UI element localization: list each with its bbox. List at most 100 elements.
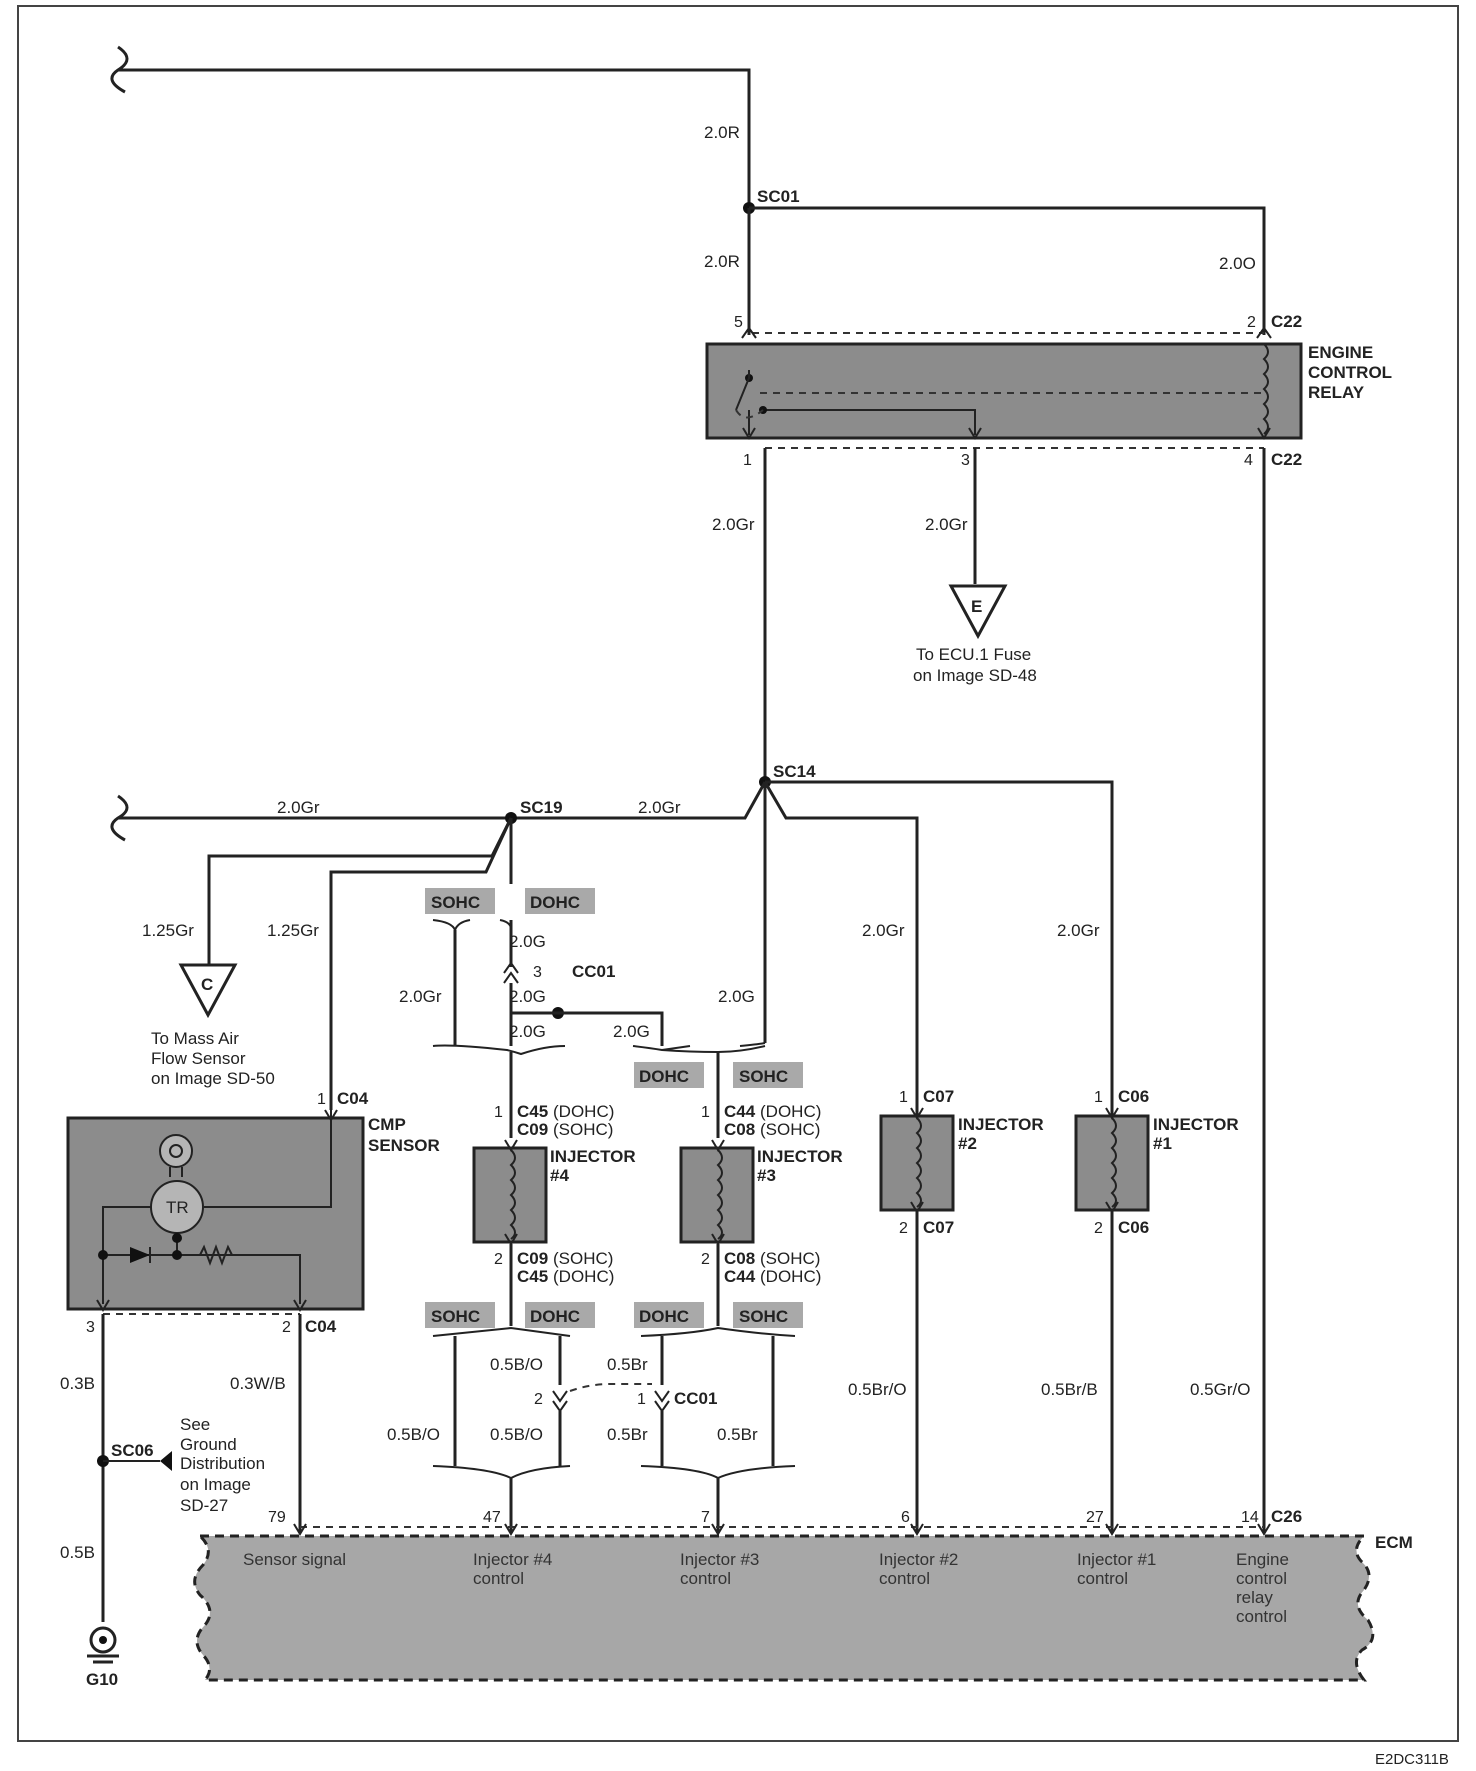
injector1-name: INJECTOR (1153, 1115, 1239, 1134)
cc01-pin: 1 (637, 1391, 646, 1408)
injector4-connector: C45 (517, 1267, 548, 1286)
injector2-name: INJECTOR (958, 1115, 1044, 1134)
ecm-name: ECM (1375, 1533, 1413, 1552)
ground-g10: G10 (86, 1670, 118, 1689)
ecm-label: control (1236, 1569, 1287, 1588)
connector-c-note: on Image SD-50 (151, 1069, 275, 1088)
relay-pin: 4 (1244, 452, 1253, 469)
injector4: 1 C45(DOHC) C09(SOHC) INJECTOR #4 2 C09(… (472, 1102, 636, 1286)
wire-label: 0.5Br/B (1041, 1380, 1098, 1399)
injector4-connector: C09 (517, 1120, 548, 1139)
wire-label: 0.5Br (717, 1425, 758, 1444)
relay-name: RELAY (1308, 383, 1365, 402)
wire-label: 2.0Gr (712, 515, 755, 534)
wire-label: 2.0Gr (862, 921, 905, 940)
wire-label: 2.0Gr (1057, 921, 1100, 940)
page-frame (17, 5, 1459, 1742)
wire-label: 2.0R (704, 123, 740, 142)
wire-label: 2.0G (509, 1022, 546, 1041)
injector4-upper-harness: SOHC DOHC 2.0G 3 CC01 2.0Gr 2.0G 2.0G 2.… (399, 888, 664, 1138)
injector4-pin: 1 (494, 1104, 503, 1121)
wire-label: 0.5Br (607, 1355, 648, 1374)
connector-e-note: To ECU.1 Fuse (916, 645, 1031, 664)
relay-pin: 2 (1247, 314, 1256, 331)
wire-label: 0.3W/B (230, 1374, 286, 1393)
ecm-label: Injector #1 (1077, 1550, 1156, 1569)
ecm: 79 47 7 6 27 14 C26 ECM Sensor signal In… (193, 1507, 1413, 1682)
relay-connector: C22 (1271, 312, 1302, 331)
ecm-label: Injector #4 (473, 1550, 552, 1569)
ground-note: SD-27 (180, 1496, 228, 1515)
ground-circuit: 0.3B SC06 0.5B G10 See Ground Distributi… (60, 1314, 302, 1689)
injector3-lower-harness: DOHC SOHC 0.5Br 1 CC01 0.5Br 0.5Br (607, 1244, 803, 1532)
connector-e-note: on Image SD-48 (913, 666, 1037, 685)
injector3-connector: C44 (724, 1267, 756, 1286)
wire-label: 0.5Gr/O (1190, 1380, 1250, 1399)
ecm-pin: 47 (483, 1509, 501, 1526)
injector2-1-lower-wires: 0.5Br/O 0.5Br/B (848, 1212, 1114, 1532)
ecm-label: Engine (1236, 1550, 1289, 1569)
dohc-tag: DOHC (639, 1067, 689, 1086)
wire-label: 0.3B (60, 1374, 95, 1393)
injector3: 1 C44(DOHC) C08(SOHC) INJECTOR #3 2 C08(… (679, 1102, 843, 1286)
ecm-label: Injector #3 (680, 1550, 759, 1569)
ecm-label: control (473, 1569, 524, 1588)
ecm-pin: 79 (268, 1509, 286, 1526)
injector2-connector: C07 (923, 1087, 954, 1106)
injector3-name: INJECTOR (757, 1147, 843, 1166)
ecm-label: relay (1236, 1588, 1273, 1607)
cc01-name: CC01 (572, 962, 615, 981)
wire-label: 2.0Gr (638, 798, 681, 817)
wire-label: 0.5Br (607, 1425, 648, 1444)
wire-label: 2.0Gr (925, 515, 968, 534)
injector2: 1 C07 INJECTOR #2 2 C07 (879, 1087, 1044, 1237)
cmp-pin: 3 (86, 1319, 95, 1336)
injector3-connector: C44 (724, 1102, 756, 1121)
injector4-connector-note: (DOHC) (553, 1102, 614, 1121)
wire-label: 2.0G (509, 932, 546, 951)
cmp-pin: 1 (317, 1091, 326, 1108)
splice-sc06: SC06 (111, 1441, 154, 1460)
relay-name: ENGINE (1308, 343, 1373, 362)
wire-label: 1.25Gr (142, 921, 194, 940)
cc01-name: CC01 (674, 1389, 717, 1408)
relay-connector: C22 (1271, 450, 1302, 469)
injector2-name: #2 (958, 1134, 977, 1153)
injector3-pin: 2 (701, 1251, 710, 1268)
injector2-pin: 1 (899, 1089, 908, 1106)
sohc-tag: SOHC (431, 893, 480, 912)
ecm-label: Injector #2 (879, 1550, 958, 1569)
relay-pin: 3 (961, 452, 970, 469)
relay-pin: 5 (734, 314, 743, 331)
injector3-connector-note: (DOHC) (760, 1102, 821, 1121)
injector3-pin: 1 (701, 1104, 710, 1121)
dohc-tag: DOHC (639, 1307, 689, 1326)
injector1-connector: C06 (1118, 1087, 1149, 1106)
cmp-pin: 2 (282, 1319, 291, 1336)
wire-label: 2.0G (613, 1022, 650, 1041)
sohc-tag: SOHC (739, 1307, 788, 1326)
wire-label: 2.0G (718, 987, 755, 1006)
connector-c-note: To Mass Air (151, 1029, 239, 1048)
wire-label: 2.0G (509, 987, 546, 1006)
wire-label: 0.5B/O (490, 1355, 543, 1374)
injector4-connector-note: (DOHC) (553, 1267, 614, 1286)
dohc-tag: DOHC (530, 893, 580, 912)
wire-label: 0.5B/O (387, 1425, 440, 1444)
ecm-label: control (680, 1569, 731, 1588)
injector2-pin: 2 (899, 1220, 908, 1237)
injector4-connector: C09 (517, 1249, 548, 1268)
relay-name: CONTROL (1308, 363, 1392, 382)
wire-label: 1.25Gr (267, 921, 319, 940)
ecm-label: control (879, 1569, 930, 1588)
wire-label: 2.0Gr (277, 798, 320, 817)
injector3-name: #3 (757, 1166, 776, 1185)
injector1-name: #1 (1153, 1134, 1172, 1153)
cmp-sensor: TR 1 C04 CMP SENSOR 3 2 C04 (66, 1089, 440, 1336)
ecm-pin: 27 (1086, 1509, 1104, 1526)
injector1-pin: 2 (1094, 1220, 1103, 1237)
wire-label: 2.0O (1219, 254, 1256, 273)
wire-label: 0.5B (60, 1543, 95, 1562)
injector4-pin: 2 (494, 1251, 503, 1268)
relay-output-wires: 2.0Gr 2.0Gr 0.5Gr/O (712, 448, 1266, 1532)
